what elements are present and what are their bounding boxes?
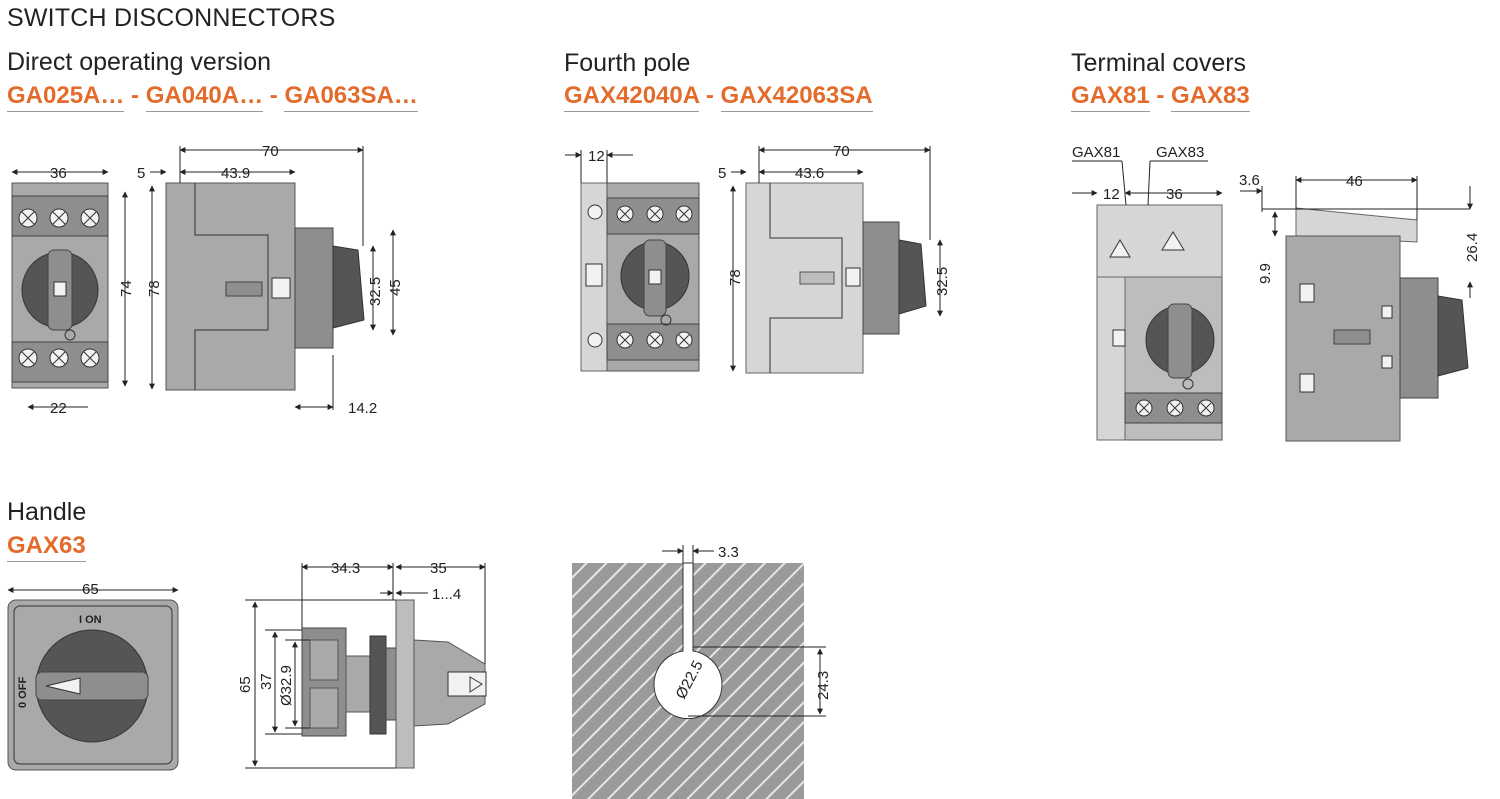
dim-slot-width: 3.3 xyxy=(718,544,739,561)
fourth-pole-front-view: 12 xyxy=(565,148,700,372)
warning-icon xyxy=(1161,231,1185,251)
dim-offset: 5 xyxy=(718,165,726,182)
dim-offset: 3.6 xyxy=(1239,172,1260,189)
handle-locking-ring xyxy=(369,635,387,735)
dim-h37: 37 xyxy=(258,673,275,690)
handle-plate-side xyxy=(395,599,415,769)
dim-d1: 34.3 xyxy=(331,560,360,577)
dim-d2: 35 xyxy=(430,560,447,577)
panel-cutout-view: 3.3 Ø22.5 24.3 xyxy=(572,544,832,799)
code-ga040a: GA040A… xyxy=(145,82,264,112)
dim-h1: 32.5 xyxy=(934,267,951,296)
dim-height: 65 xyxy=(237,676,254,693)
dim-h2: 26.4 xyxy=(1464,233,1481,262)
label-on: I ON xyxy=(79,614,102,626)
dim-h1: 32.5 xyxy=(367,277,384,306)
dim-height: 78 xyxy=(146,280,163,297)
dim-width: 65 xyxy=(82,581,99,598)
terminal-covers-side-view: 3.6 46 9.9 26.4 xyxy=(1239,172,1481,442)
dim-w2: 36 xyxy=(1166,186,1183,203)
dim-width: 36 xyxy=(50,165,67,182)
knob-grip xyxy=(332,245,365,329)
dim-hole-height: 24.3 xyxy=(815,671,832,700)
code-separator: - xyxy=(131,82,140,109)
handle-codes: GAX63 xyxy=(7,532,86,562)
arrow-indicator-icon xyxy=(45,677,81,695)
code-separator: - xyxy=(269,82,278,109)
code-gax81: GAX81 xyxy=(1071,82,1150,112)
screw-icon xyxy=(1135,399,1215,417)
fourth-pole-side-view: 70 5 43.6 78 32.5 xyxy=(718,143,951,374)
dim-bottom: 22 xyxy=(50,400,67,417)
cutout-hole xyxy=(653,562,723,720)
page-title: SWITCH DISCONNECTORS xyxy=(7,4,336,32)
dim-h1: 9.9 xyxy=(1257,263,1274,284)
dim-depth: 43.6 xyxy=(795,165,824,182)
terminal-cover xyxy=(1096,204,1223,278)
fourth-pole-codes: GAX42040A - GAX42063SA xyxy=(564,82,873,112)
dim-total: 70 xyxy=(833,143,850,160)
dim-h2: 45 xyxy=(387,279,404,296)
screw-icon xyxy=(616,205,693,349)
handle-side-view: 34.3 35 1...4 65 37 Ø32.9 xyxy=(237,560,487,769)
direct-front-view: 36 74 22 xyxy=(11,165,135,417)
code-gax42063sa: GAX42063SA xyxy=(720,82,873,112)
knob-base xyxy=(294,227,334,349)
code-gax42040a: GAX42040A xyxy=(564,82,700,112)
knob-base xyxy=(862,221,900,335)
handle-front-view: I ON 0 OFF 65 xyxy=(7,581,179,771)
screw-icon xyxy=(18,208,100,368)
direct-title: Direct operating version xyxy=(7,48,272,76)
label-off: 0 OFF xyxy=(17,677,29,708)
code-ga025a: GA025A… xyxy=(7,82,125,112)
handle-lever xyxy=(35,671,149,701)
dim-d3: 1...4 xyxy=(432,586,461,603)
code-gax63: GAX63 xyxy=(7,532,86,562)
dim-bottom: 14.2 xyxy=(348,400,377,417)
fourth-pole-title: Fourth pole xyxy=(564,49,691,77)
label-gax81: GAX81 xyxy=(1072,144,1120,161)
code-separator: - xyxy=(1156,82,1165,109)
dim-w1: 12 xyxy=(1103,186,1120,203)
dim-dia: Ø32.9 xyxy=(278,665,295,706)
terminal-cover xyxy=(1295,207,1418,243)
fourth-pole-module xyxy=(1096,276,1126,441)
dim-offset: 5 xyxy=(137,165,145,182)
dim-width: 12 xyxy=(588,148,605,165)
code-gax83: GAX83 xyxy=(1171,82,1250,112)
code-ga063sa: GA063SA… xyxy=(284,82,418,112)
terminal-covers-codes: GAX81 - GAX83 xyxy=(1071,82,1250,112)
dim-total: 70 xyxy=(262,143,279,160)
terminal-covers-title: Terminal covers xyxy=(1071,49,1247,77)
dim-height: 74 xyxy=(118,280,135,297)
terminal-covers-front-view: GAX81 GAX83 12 36 xyxy=(1072,144,1223,441)
direct-codes: GA025A… - GA040A… - GA063SA… xyxy=(7,82,418,112)
dim-depth: 43.9 xyxy=(221,165,250,182)
direct-side-view: 70 5 43.9 78 32.5 45 14.2 xyxy=(137,143,404,417)
warning-icon xyxy=(1109,239,1131,258)
handle-title: Handle xyxy=(7,498,87,526)
dim-depth: 46 xyxy=(1346,173,1363,190)
dim-height: 78 xyxy=(727,269,744,286)
code-separator: - xyxy=(705,82,714,109)
label-gax83: GAX83 xyxy=(1156,144,1204,161)
